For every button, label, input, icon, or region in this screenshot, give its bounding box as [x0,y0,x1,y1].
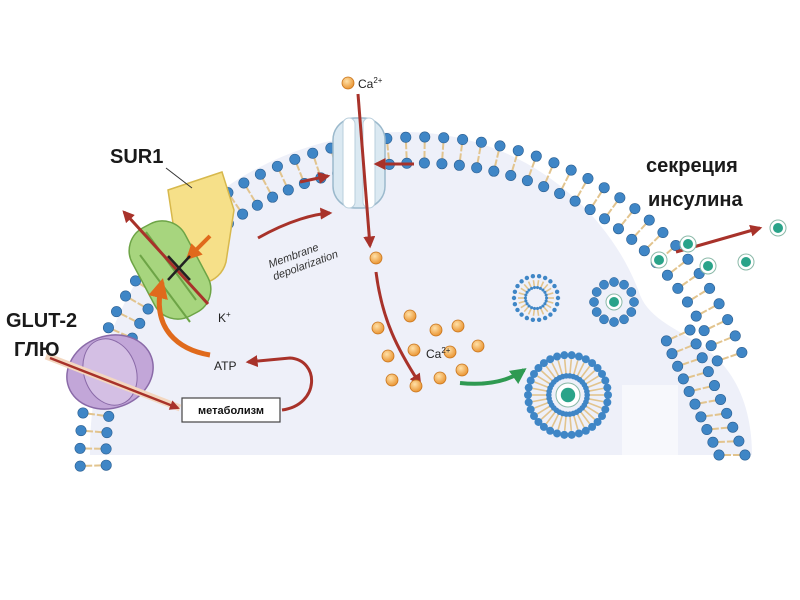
released-insulin-granules [650,219,787,275]
membrane-inner-arrow [299,172,331,184]
atp-label: ATP [214,359,236,373]
ca-ion-label-cluster: Ca2+ [426,346,451,361]
glut2-label: GLUT-2 [6,310,77,332]
sur1-leader-line [165,167,193,189]
vesicle-arrow [459,368,527,386]
calcium-influx-arrow [356,93,376,249]
sur1-label: SUR1 [110,146,163,168]
glucose-arrow [44,352,182,412]
insulin-secretion-label-line2: инсулина [648,189,743,211]
ca-ion-label-top: Ca2+ [358,76,383,91]
insulin-granule [524,351,612,439]
depolarization-arrow [257,207,333,240]
calcium-cascade-arrow [374,271,422,387]
k-efflux-arrow [122,210,210,306]
metabolism-to-atp-arrow [245,355,314,412]
insulin-secretion-label-line1: секреция [646,155,738,177]
insulin-vesicle-small [511,274,561,322]
entering-calcium-ion [369,251,383,265]
intracellular-calcium-ions [371,309,485,393]
cytoplasm-notch [622,385,678,457]
glucose-label: ГЛЮ [14,339,60,361]
sur1-to-channel-arrow [185,234,212,261]
atp-to-channel-arrow [148,278,211,358]
exocytosing-vesicle [589,277,639,327]
metabolism-box: метаболизм [181,397,281,423]
extracellular-calcium-ion [341,76,355,90]
channel-block-cross [167,255,191,281]
k-ion-label: K+ [218,310,231,325]
metabolism-label: метаболизм [198,405,264,417]
